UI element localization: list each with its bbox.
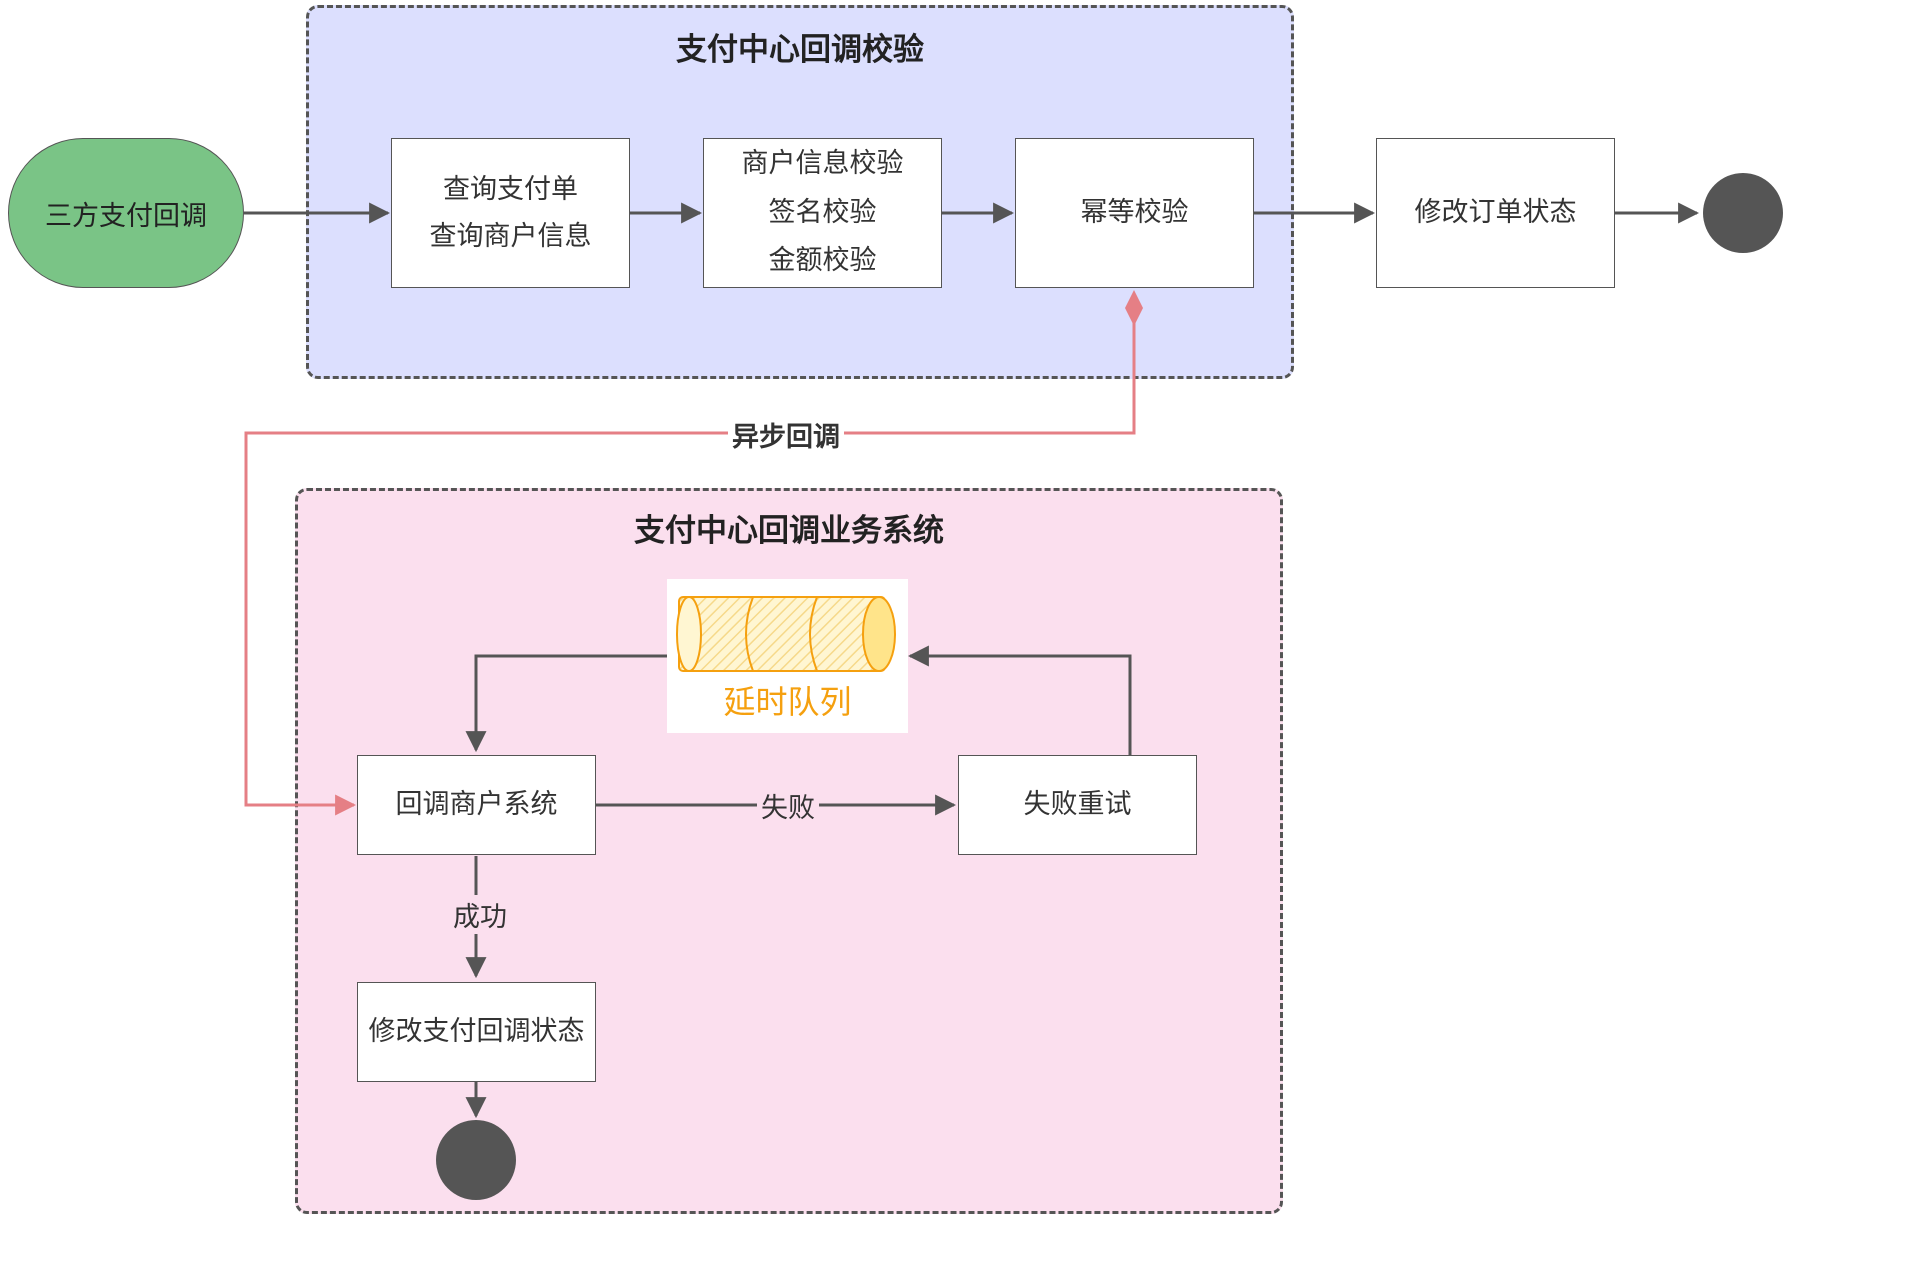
modify-order-node: 修改订单状态 <box>1376 138 1615 288</box>
edge-async-callback <box>244 316 1136 816</box>
check-line-3: 金额校验 <box>768 245 877 277</box>
start-node-label: 三方支付回调 <box>45 200 207 232</box>
group-verify-title: 支付中心回调校验 <box>676 32 924 68</box>
callback-merchant-label: 回调商户系统 <box>395 789 558 821</box>
group-business-title: 支付中心回调业务系统 <box>634 513 944 549</box>
delay-queue-icon <box>676 596 896 672</box>
async-diamond <box>1125 290 1143 326</box>
idempotent-node: 幂等校验 <box>1015 138 1254 288</box>
query-line-2: 查询商户信息 <box>429 221 592 252</box>
fail-retry-node: 失败重试 <box>958 755 1197 855</box>
query-line-1: 查询支付单 <box>443 173 578 205</box>
modify-callback-node: 修改支付回调状态 <box>357 982 596 1082</box>
modify-order-label: 修改订单状态 <box>1414 197 1577 229</box>
fail-retry-label: 失败重试 <box>1023 789 1132 821</box>
check-node: 商户信息校验 签名校验 金额校验 <box>703 138 942 288</box>
callback-merchant-node: 回调商户系统 <box>357 755 596 855</box>
delay-queue: 延时队列 <box>667 579 908 733</box>
check-line-2: 签名校验 <box>768 196 877 228</box>
check-line-1: 商户信息校验 <box>741 148 904 180</box>
fail-label: 失败 <box>757 786 819 825</box>
end-node-top <box>1703 173 1783 253</box>
end-node-bottom <box>436 1120 516 1200</box>
async-callback-label: 异步回调 <box>728 415 844 454</box>
delay-queue-label: 延时队列 <box>723 683 852 721</box>
start-node: 三方支付回调 <box>8 138 244 288</box>
query-node: 查询支付单 查询商户信息 <box>391 138 630 288</box>
idempotent-label: 幂等校验 <box>1080 197 1189 229</box>
modify-callback-label: 修改支付回调状态 <box>368 1016 585 1048</box>
success-label: 成功 <box>449 895 511 934</box>
edge-retry-queue <box>907 645 1132 755</box>
edge-queue-callback <box>465 654 667 753</box>
